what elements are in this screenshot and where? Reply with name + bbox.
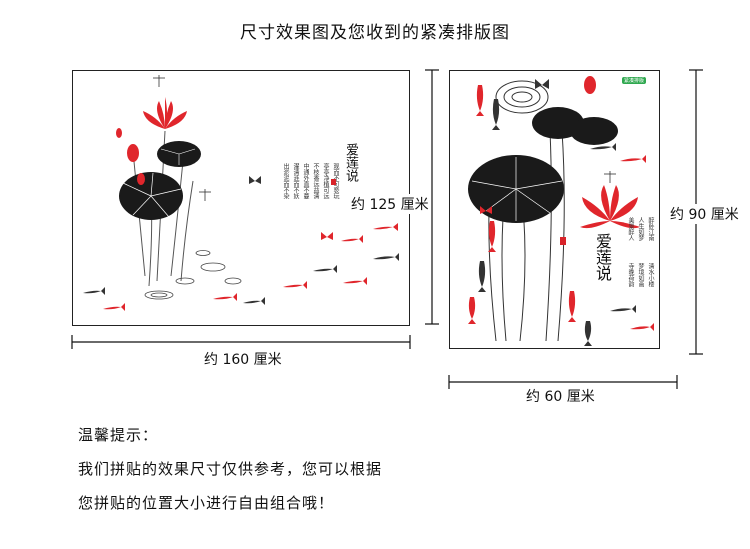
height-label-left: 约 125 厘米 (351, 194, 429, 214)
poem-line: 出淤泥而不染 (282, 163, 289, 199)
tips-heading: 温馨提示： (78, 426, 159, 444)
width-dimension-line-left (71, 335, 411, 349)
height-dimension-line-left (425, 69, 439, 325)
red-seal-stamp (560, 237, 566, 245)
page-title: 尺寸效果图及您收到的紧凑排版图 (240, 23, 510, 43)
width-label-left: 约 160 厘米 (200, 349, 286, 369)
koi-fish-group (468, 85, 654, 346)
poem-line: 观而不可亵玩 (331, 163, 340, 223)
width-label-right: 约 60 厘米 (522, 386, 599, 406)
height-label-right: 约 90 厘米 (670, 204, 739, 224)
poem-line: 不枝香远益清 (312, 163, 319, 199)
width-dimension-line-right (448, 375, 678, 389)
butterfly-icon (249, 176, 333, 240)
red-lotus-flower (580, 76, 640, 229)
poem-line: 寺晚荷韵 (627, 263, 634, 287)
poem-line: 梦境如画 (637, 263, 644, 287)
right-layout-panel: 紧凑排版 爱莲说 醉卧江南 清水小楼 人生如梦 梦境如画 美景醉人 寺晚荷韵 (449, 70, 660, 349)
red-seal-stamp (331, 179, 336, 185)
poem-line: 亭亭净植可远 (322, 163, 329, 199)
lotus-wall-art-illustration (83, 75, 399, 311)
poem-line: 美景醉人 (627, 217, 634, 241)
tips-line-2: 您拼贴的位置大小进行自由组合哦！ (78, 494, 335, 512)
poem-line: 醉卧江南 (647, 217, 654, 241)
lotus-leaf-large (119, 172, 183, 220)
poem-title-calligraphy: 爱莲说 (593, 233, 612, 281)
poem-title-calligraphy: 爱莲说 (343, 143, 358, 182)
tips-line-1: 我们拼贴的效果尺寸仅供参考，您可以根据 (78, 460, 383, 478)
compact-layout-illustration (468, 76, 654, 346)
dragonfly-icon (604, 171, 616, 183)
layout-tag: 紧凑排版 (622, 77, 647, 84)
red-lotus-flower (143, 97, 187, 129)
poem-line: 人生如梦 (637, 217, 644, 241)
butterfly-icon (535, 79, 549, 89)
dragonfly-icon (153, 75, 211, 201)
poem-line: 濯清涟而不妖 (292, 163, 299, 199)
poem-line: 中通外直不蔓 (302, 163, 309, 199)
lotus-leaf-small (157, 141, 201, 167)
poem-line: 清水小楼 (647, 263, 654, 287)
water-ripples (144, 250, 242, 300)
koi-fish-group (83, 223, 399, 311)
